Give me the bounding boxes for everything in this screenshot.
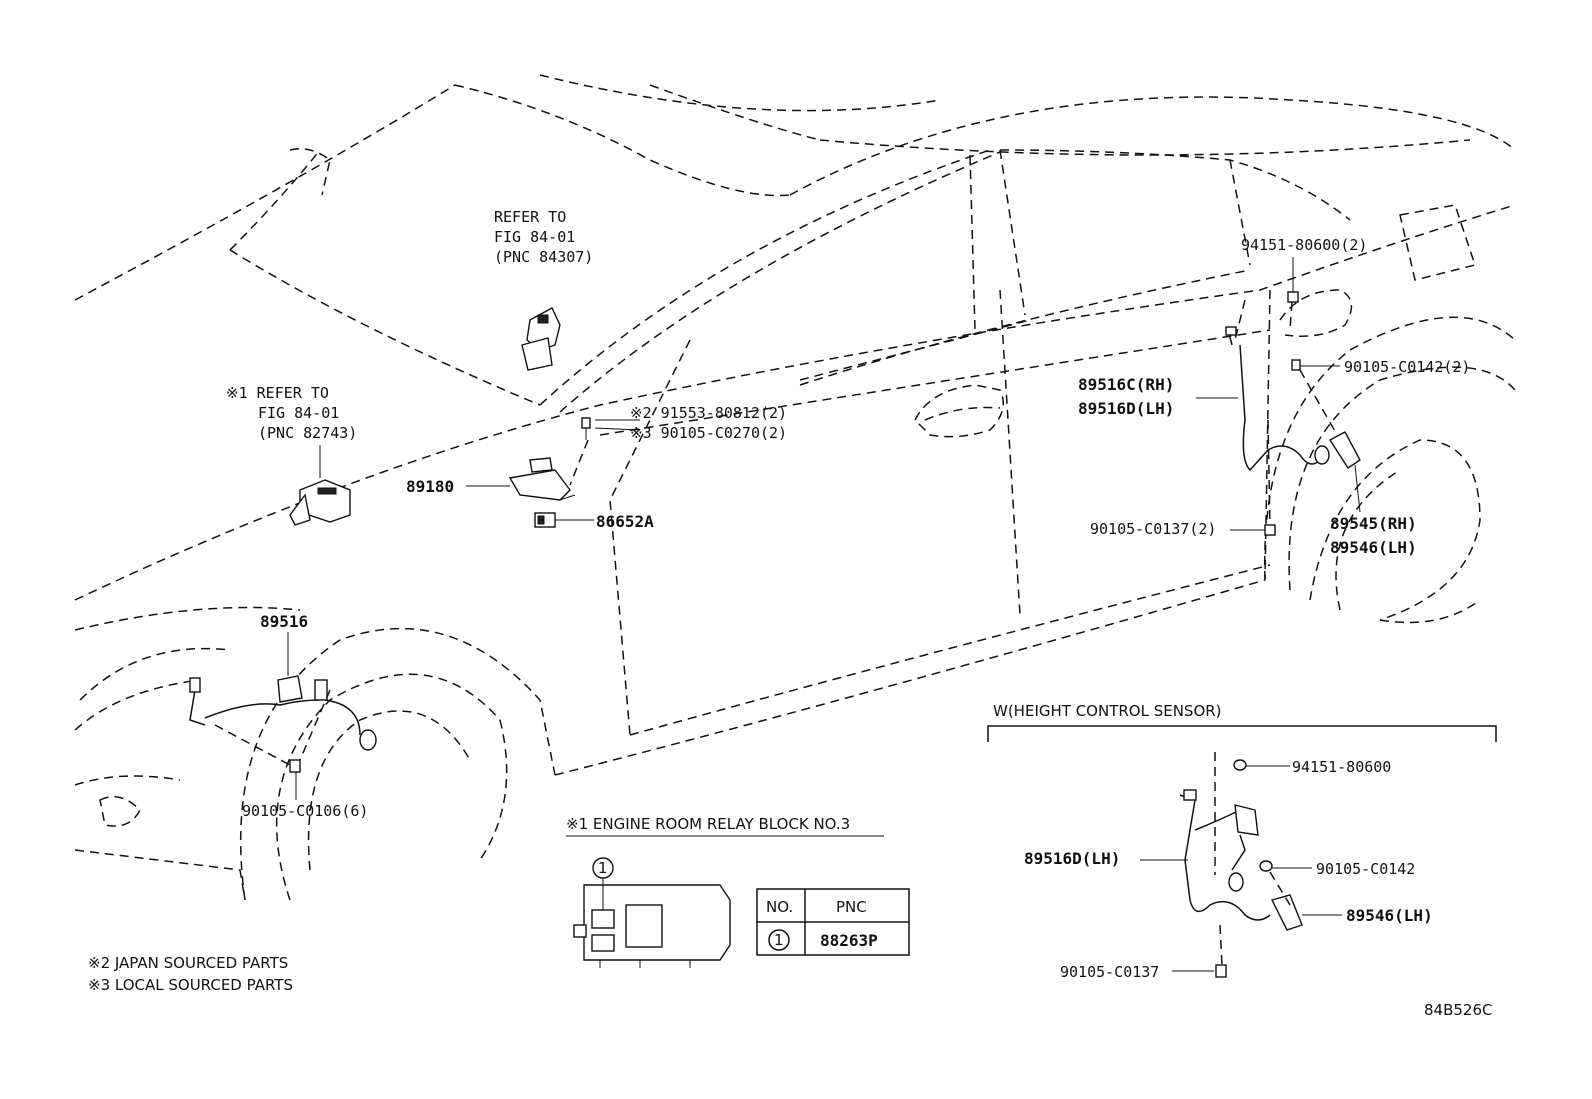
- relay-module-icon: [289, 479, 351, 526]
- label-hc-94151: 94151-80600: [1292, 758, 1391, 776]
- height-sensor-bracket: [987, 725, 1497, 742]
- leader-90105-c0270: [594, 427, 641, 431]
- yaw-rate-sensor-icon: [521, 307, 561, 371]
- connector-86652a-icon: [534, 512, 556, 528]
- refer-center-line1: REFER TO: [494, 208, 566, 226]
- relay-marker-number: 1: [598, 859, 608, 877]
- label-90105-c0137-2: 90105-C0137(2): [1090, 520, 1216, 538]
- height-sensor-detail-icon: [1179, 752, 1303, 978]
- label-hc-90105-c0137: 90105-C0137: [1060, 963, 1159, 981]
- refer-center-line2: FIG 84-01: [494, 228, 575, 246]
- table-cell-pnc: 88263P: [820, 931, 878, 950]
- label-hc-89546: 89546(LH): [1346, 906, 1433, 925]
- front-height-sensor-icon: [189, 675, 377, 773]
- label-hc-90105-c0142: 90105-C0142: [1316, 860, 1415, 878]
- label-hc-89516d: 89516D(LH): [1024, 849, 1120, 868]
- bolt-guide-line: [569, 439, 589, 486]
- refer-left-line3: (PNC 82743): [258, 424, 357, 442]
- label-89546-rear: 89546(LH): [1330, 538, 1417, 557]
- label-89516: 89516: [260, 612, 308, 631]
- figure-code: 84B526C: [1424, 1001, 1492, 1019]
- rear-height-sensor-icon: [1225, 291, 1361, 536]
- label-89545: 89545(RH): [1330, 514, 1417, 533]
- bolt-91553-icon: [581, 417, 591, 440]
- pnc-table: NO. PNC 1 88263P: [756, 888, 910, 956]
- note-japan-sourced: ※2 JAPAN SOURCED PARTS: [88, 954, 288, 972]
- table-cell-no: 1: [774, 931, 784, 949]
- leader-89545: [1354, 464, 1361, 513]
- refer-center-line3: (PNC 84307): [494, 248, 593, 266]
- refer-left-line1: ※1 REFER TO: [226, 384, 329, 402]
- label-89516d: 89516D(LH): [1078, 399, 1174, 418]
- label-90105-c0142-2: 90105-C0142(2): [1344, 358, 1470, 376]
- note-local-sourced: ※3 LOCAL SOURCED PARTS: [88, 976, 293, 994]
- table-header-pnc: PNC: [836, 898, 867, 916]
- label-94151-2: 94151-80600(2): [1241, 236, 1367, 254]
- car-body-outline: [74, 74, 1516, 901]
- label-91553: ※2 91553-80812(2): [630, 404, 787, 422]
- table-header-no: NO.: [766, 898, 793, 916]
- label-89180: 89180: [406, 477, 454, 496]
- label-90105-c0270: ※3 90105-C0270(2): [630, 424, 787, 442]
- refer-left-line2: FIG 84-01: [258, 404, 339, 422]
- relay-block-icon: [573, 884, 731, 968]
- height-sensor-title: W(HEIGHT CONTROL SENSOR): [993, 702, 1222, 720]
- label-86652a: 86652A: [596, 512, 654, 531]
- label-89516c: 89516C(RH): [1078, 375, 1174, 394]
- relay-block-title: ※1 ENGINE ROOM RELAY BLOCK NO.3: [566, 815, 850, 833]
- label-90105-c0106: 90105-C0106(6): [242, 802, 368, 820]
- control-module-89180-icon: [508, 457, 576, 501]
